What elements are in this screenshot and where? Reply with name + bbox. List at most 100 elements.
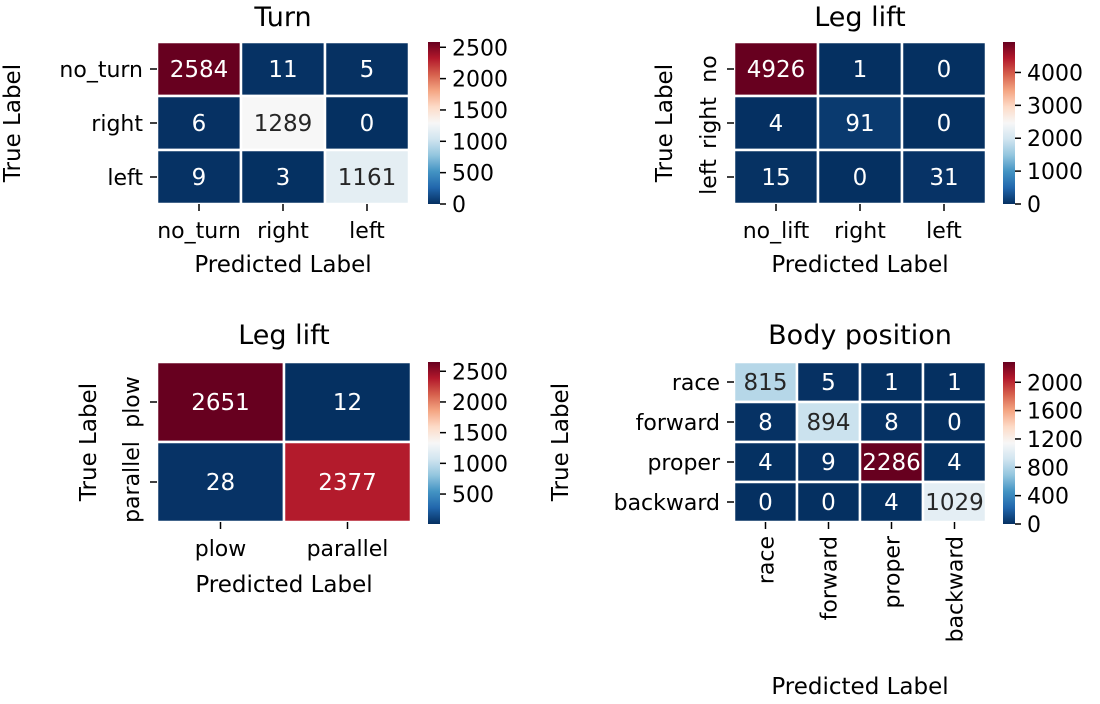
cell-value-label: 4926 <box>747 57 806 83</box>
y-tick-label: parallel <box>120 441 145 523</box>
x-tick-label: right <box>257 219 309 244</box>
colorbar-tick-label: 2500 <box>452 360 508 385</box>
heatmap-cell <box>732 148 820 206</box>
panel-title: Leg lift <box>814 2 906 33</box>
panel-title: Leg lift <box>238 320 330 351</box>
y-tick-label: forward <box>636 411 720 436</box>
cell-value-label: 12 <box>333 390 362 416</box>
x-tick-label: backward <box>944 536 969 642</box>
cell-value-label: 0 <box>758 490 773 516</box>
colorbar-tick-label: 800 <box>1027 456 1069 481</box>
heatmap-cell <box>921 440 988 484</box>
colorbar-tick-label: 2000 <box>452 391 508 416</box>
heatmap-cell <box>858 360 925 404</box>
x-tick-label: race <box>755 536 780 584</box>
heatmap-cell <box>921 480 988 524</box>
cell-value-label: 0 <box>853 165 868 191</box>
panel-title: Turn <box>253 2 311 33</box>
x-axis-label: Predicted Label <box>194 252 371 278</box>
x-tick-label: proper <box>881 535 906 608</box>
cell-value-label: 6 <box>192 111 207 137</box>
cell-value-label: 0 <box>937 57 952 83</box>
x-tick-label: parallel <box>307 537 389 562</box>
colorbar-tick-label: 500 <box>452 483 494 508</box>
colorbar-tick-label: 2000 <box>1027 127 1083 152</box>
colorbar <box>428 42 440 204</box>
cell-value-label: 4 <box>884 490 899 516</box>
y-tick-label: race <box>672 371 720 396</box>
cell-value-label: 9 <box>821 450 836 476</box>
colorbar-tick-label: 0 <box>452 193 466 218</box>
cell-value-label: 5 <box>821 370 836 396</box>
cell-value-label: 2584 <box>170 57 229 83</box>
y-axis-label: True Label <box>76 383 102 502</box>
colorbar <box>1003 42 1015 204</box>
y-tick-label: no <box>697 55 722 82</box>
colorbar-tick-label: 500 <box>452 162 494 187</box>
x-tick-label: forward <box>818 536 843 620</box>
x-tick-label: left <box>926 219 962 244</box>
colorbar-tick-label: 1000 <box>1027 160 1083 185</box>
cell-value-label: 28 <box>206 470 235 496</box>
heatmap-cell <box>795 440 862 484</box>
x-axis-label: Predicted Label <box>771 674 948 700</box>
cell-value-label: 0 <box>937 111 952 137</box>
heatmap-cell <box>795 360 862 404</box>
cell-value-label: 91 <box>845 111 874 137</box>
colorbar-tick-label: 2000 <box>452 68 508 93</box>
colorbar-tick-label: 4000 <box>1027 61 1083 86</box>
cell-value-label: 0 <box>947 410 962 436</box>
colorbar-tick-label: 2500 <box>452 36 508 61</box>
colorbar-tick-label: 1600 <box>1027 400 1083 425</box>
cell-value-label: 4 <box>758 450 773 476</box>
cell-value-label: 8 <box>884 410 899 436</box>
cell-value-label: 2651 <box>191 390 250 416</box>
colorbar <box>428 362 440 524</box>
cell-value-label: 5 <box>360 57 375 83</box>
colorbar-tick-label: 1500 <box>452 422 508 447</box>
y-axis-label: True Label <box>652 64 678 183</box>
y-axis-label: True Label <box>0 64 26 183</box>
heatmap-cell <box>816 148 904 206</box>
heatmap-cell <box>921 360 988 404</box>
cell-value-label: 1161 <box>338 165 397 191</box>
colorbar-tick-label: 0 <box>1027 193 1041 218</box>
y-tick-label: proper <box>647 451 720 476</box>
cell-value-label: 0 <box>360 111 375 137</box>
cell-value-label: 1 <box>884 370 899 396</box>
heatmap-cell <box>732 40 820 98</box>
colorbar <box>1003 362 1015 524</box>
y-tick-label: left <box>107 166 143 191</box>
y-axis-label: True Label <box>548 383 574 502</box>
heatmap-cell <box>921 400 988 444</box>
cell-value-label: 4 <box>947 450 962 476</box>
y-tick-label: backward <box>614 491 720 516</box>
cell-value-label: 1289 <box>254 111 313 137</box>
cell-value-label: 9 <box>192 165 207 191</box>
x-tick-label: left <box>349 219 385 244</box>
cell-value-label: 815 <box>744 370 788 396</box>
y-tick-label: right <box>91 112 143 137</box>
y-tick-label: no_turn <box>59 58 143 83</box>
heatmap-cell <box>282 440 413 524</box>
heatmap-cell <box>239 148 327 206</box>
y-tick-label: right <box>697 97 722 149</box>
y-tick-label: plow <box>120 376 145 428</box>
heatmap-cell <box>155 440 286 524</box>
cell-value-label: 3 <box>276 165 291 191</box>
cell-value-label: 1 <box>947 370 962 396</box>
x-axis-label: Predicted Label <box>195 572 372 598</box>
cell-value-label: 2286 <box>862 450 921 476</box>
cell-value-label: 15 <box>761 165 790 191</box>
x-tick-label: right <box>834 219 886 244</box>
x-tick-label: no_turn <box>157 219 241 244</box>
colorbar-tick-label: 1500 <box>452 99 508 124</box>
colorbar-tick-label: 0 <box>1027 513 1041 538</box>
cell-value-label: 0 <box>821 490 836 516</box>
